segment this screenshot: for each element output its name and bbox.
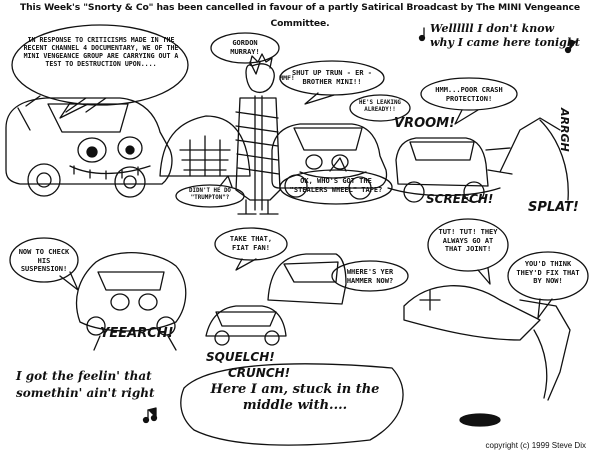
intro-bubble: In response to criticisms made in the re…	[23, 36, 179, 68]
screech-sfx: SCREECH!	[426, 192, 494, 206]
fiat-fan-bubble: Take that, Fiat fan!	[229, 235, 273, 252]
copyright-notice: copyright (c) 1999 Steve Dix	[485, 441, 587, 450]
song-line-3: Here I am, stuck in the middle with....	[210, 382, 380, 413]
mini-car-panel-1	[5, 95, 173, 198]
speech-bubble-outlines	[9, 24, 589, 446]
yeearch-sfx: YEEARCH!	[100, 326, 174, 341]
tut-tut-bubble: Tut! Tut! They always go at that joint!	[438, 228, 498, 253]
song-line-2: I got the feelin' that somethin' ain't r…	[16, 369, 155, 400]
grille-car-panel-1	[159, 115, 251, 177]
squelch-sfx: SQUELCH!	[206, 350, 275, 364]
tied-up-figure	[235, 53, 281, 215]
hammer-bubble: Where's yer hammer now?	[346, 268, 394, 285]
leaking-bubble: He's leaking already!!	[359, 100, 401, 113]
music-notes-icon	[142, 27, 577, 424]
crash-protection-bubble: Hmm...poor crash protection!	[435, 86, 503, 103]
fix-bubble: You'd think they'd fix that by now!	[516, 260, 580, 285]
hammer-arm	[403, 285, 571, 427]
song-line-1: Wellllll I don't know why I came here to…	[430, 22, 580, 49]
comic-artwork	[5, 24, 589, 446]
trumpton-bubble: Didn't he do "Trumpton"?	[189, 188, 231, 201]
argh-sfx: ARRGH	[558, 108, 571, 152]
splat-sfx: SPLAT!	[528, 200, 579, 215]
mini-car-panel-2	[271, 123, 388, 200]
bouncing-mini-car	[75, 252, 187, 351]
check-suspension-bubble: Now to check his suspension!	[18, 248, 70, 273]
mini-car-panel-3	[387, 117, 569, 203]
gordon-murray-bubble: Gordon Murray!	[230, 39, 260, 56]
vroom-sfx: VROOM!	[394, 116, 456, 131]
crushed-mini-car	[205, 253, 347, 346]
shut-up-bubble: Shut up Trun - er - Brother Mini!!	[291, 69, 373, 86]
stealers-wheel-bubble: OK, who's got the "Stealers Wheel" tape?	[289, 177, 383, 194]
mmf-sfx: MMF!	[279, 74, 295, 82]
crunch-sfx: CRUNCH!	[228, 366, 291, 380]
banner-title: This Week's "Snorty & Co" has been cance…	[19, 2, 581, 29]
